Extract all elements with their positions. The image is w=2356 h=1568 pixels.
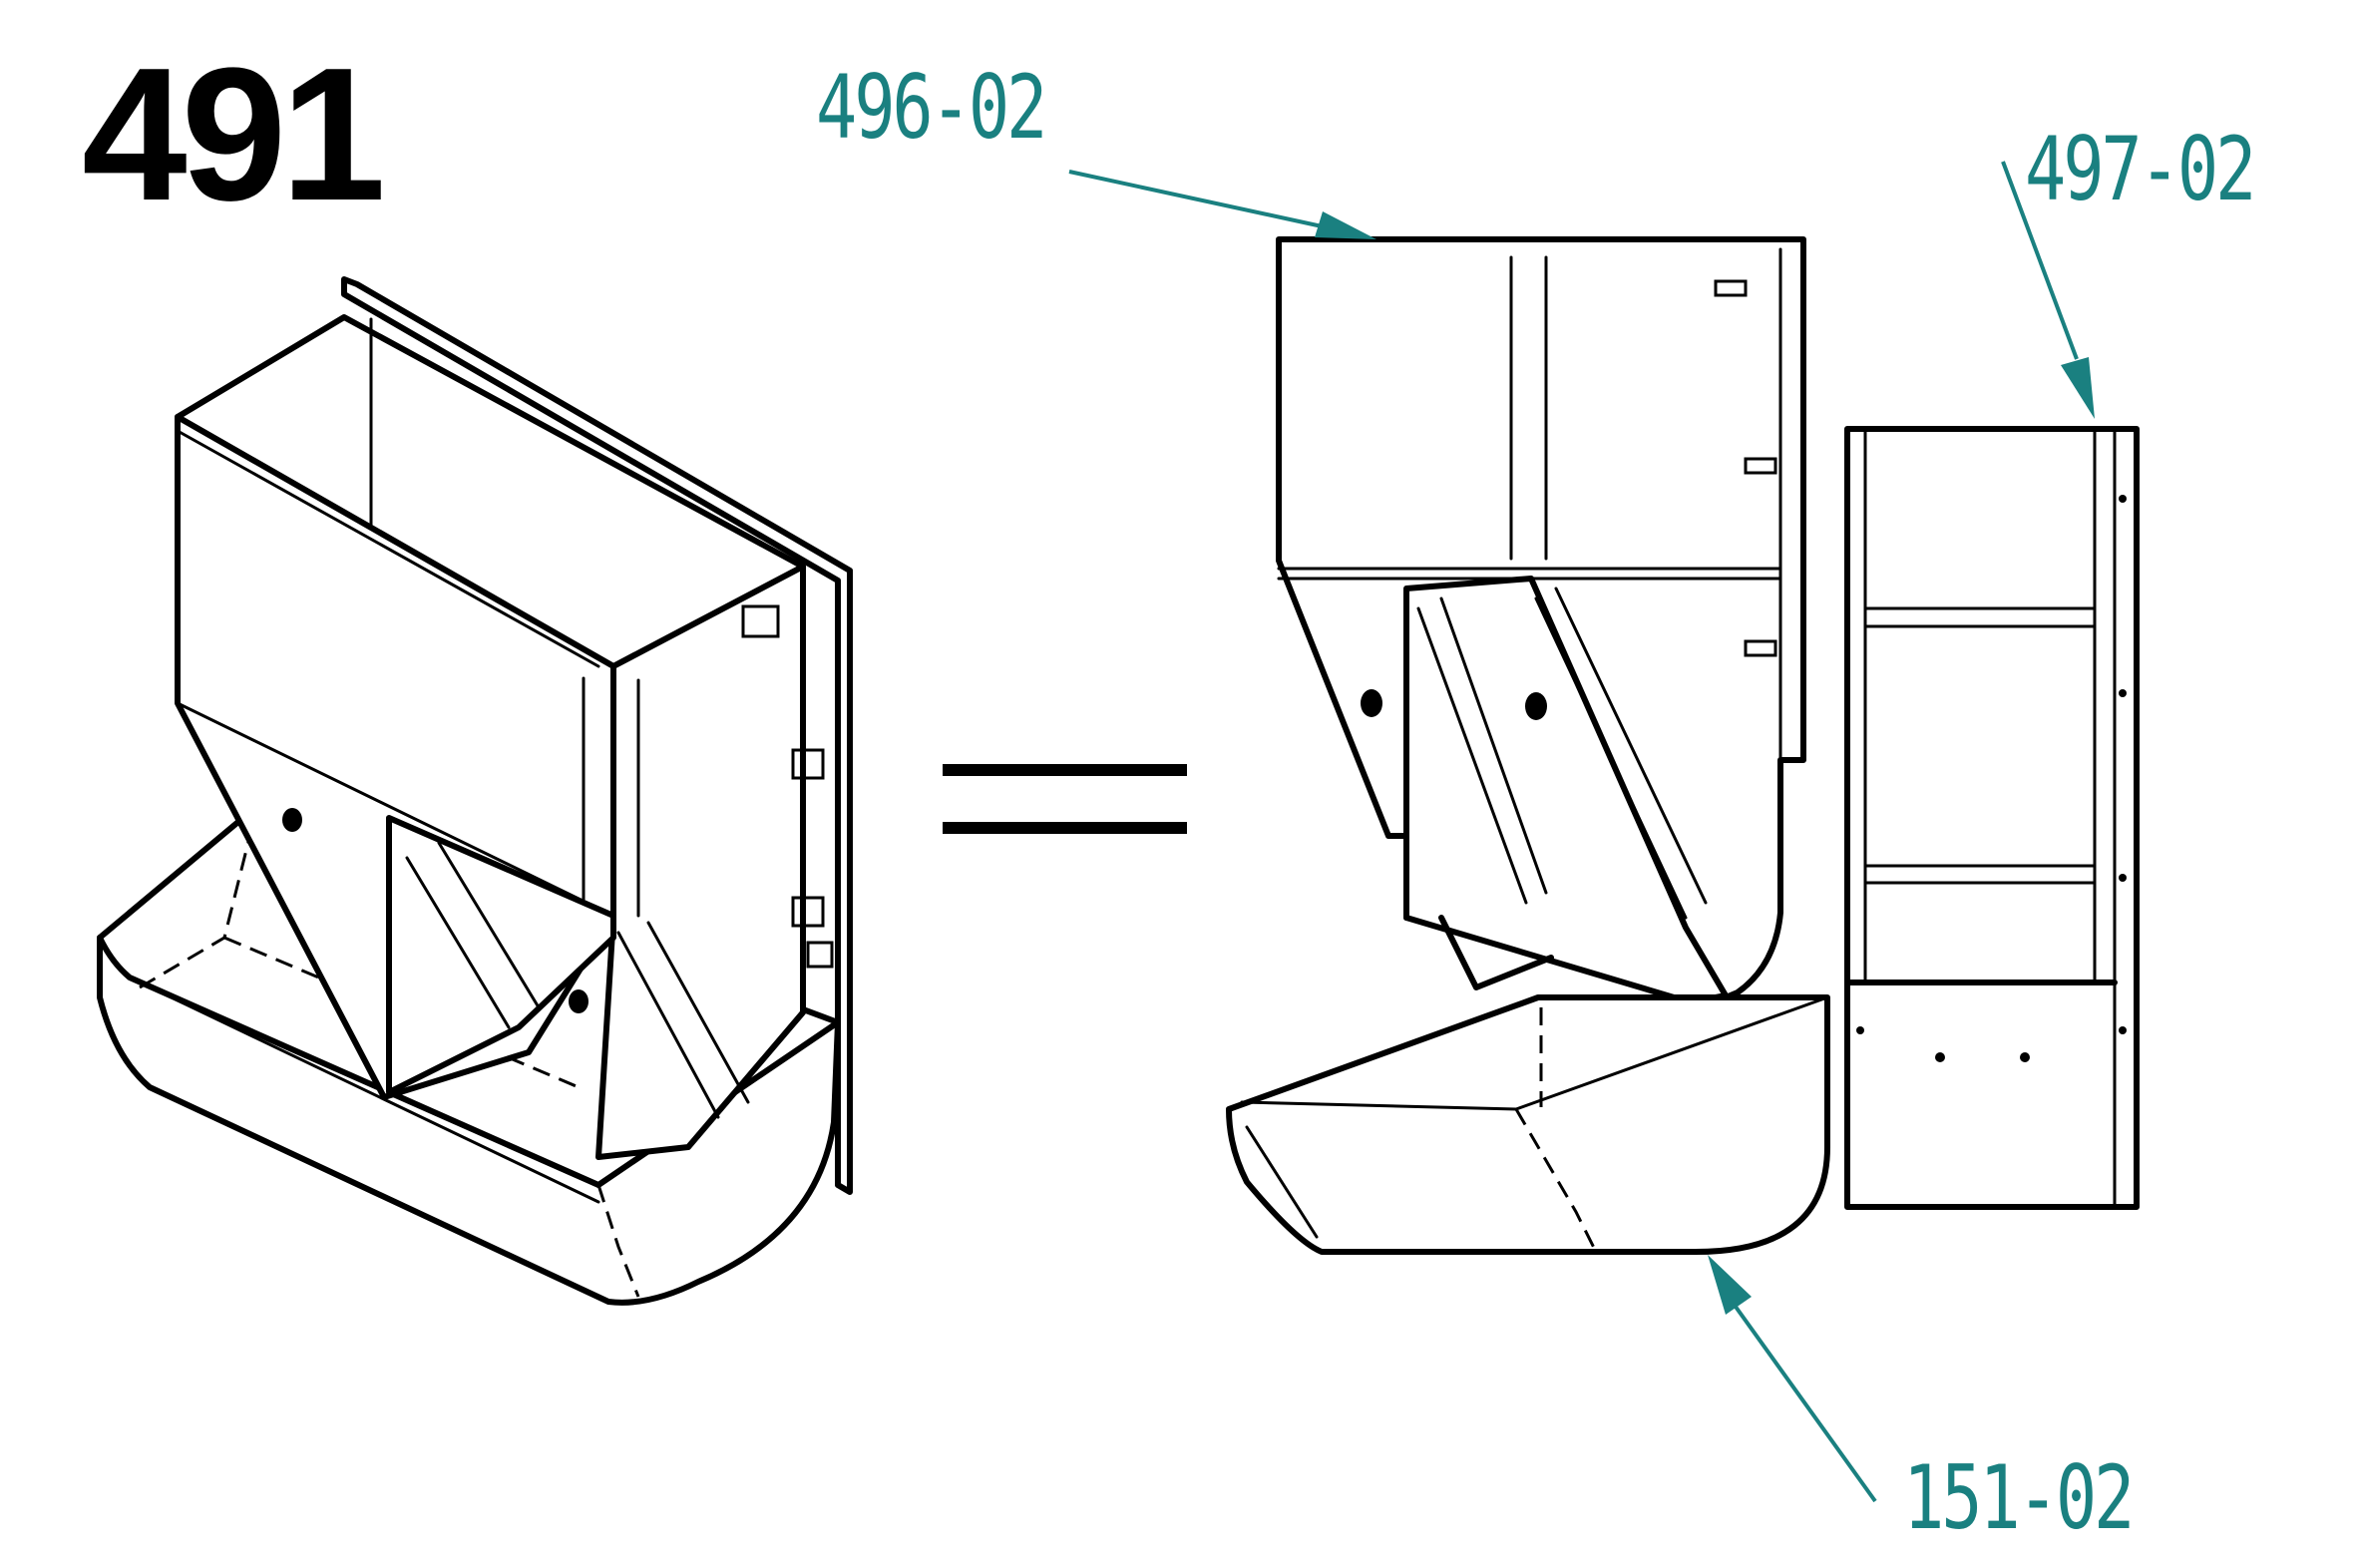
part-trough — [1226, 994, 1830, 1255]
equals-sign — [943, 764, 1187, 834]
assembly-number: 491 — [82, 29, 386, 240]
callout-497-02: 497-02 — [2025, 118, 2256, 220]
callout-496-02: 496-02 — [816, 56, 1047, 159]
callout-leaders — [1068, 161, 2095, 1503]
assembled-hopper-box — [175, 314, 834, 1160]
part-hopper — [1276, 236, 1806, 1005]
callout-151-02: 151-02 — [1903, 1446, 2135, 1549]
assembled-feeder — [97, 276, 853, 1306]
part-back-panel — [1844, 426, 2140, 1210]
assembled-back-panel — [341, 276, 853, 1195]
